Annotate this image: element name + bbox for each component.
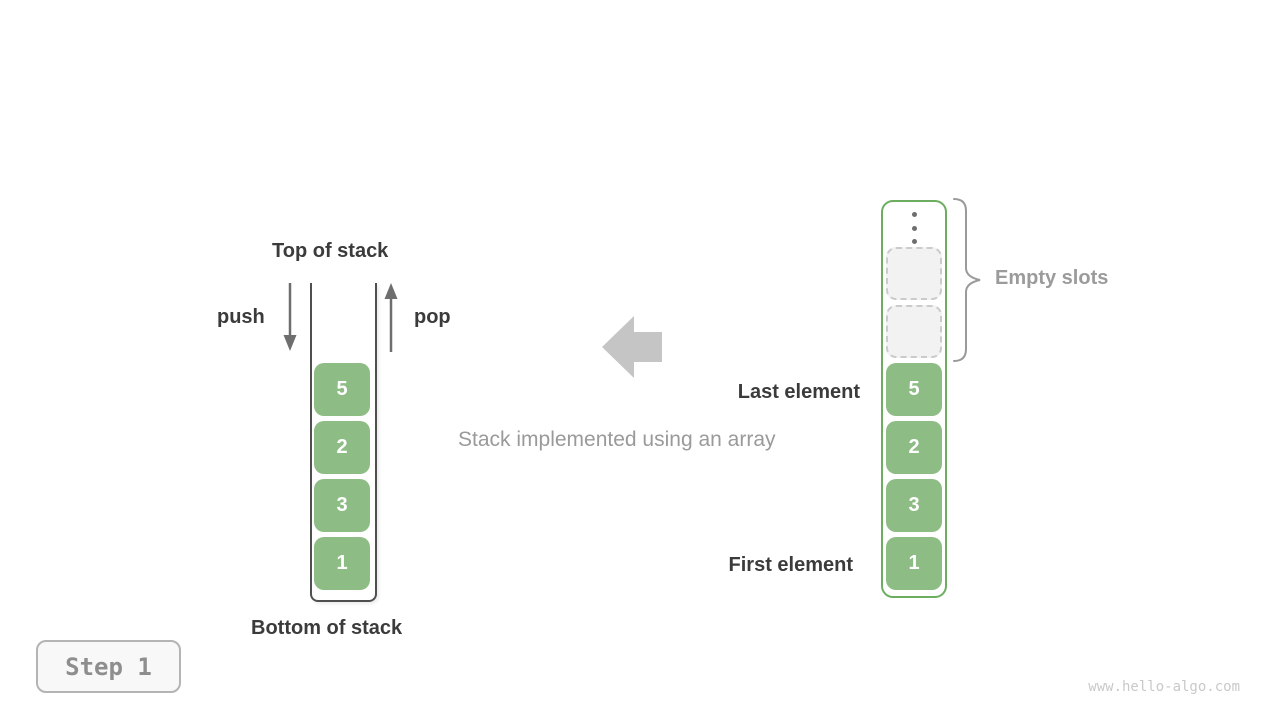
pop-up-arrow-icon xyxy=(384,283,398,352)
push-down-arrow-icon xyxy=(283,283,297,351)
step-badge: Step 1 xyxy=(36,640,181,693)
array-cell: 3 xyxy=(886,479,942,532)
stack-cell: 3 xyxy=(314,479,370,532)
push-label: push xyxy=(217,306,265,328)
empty-slot xyxy=(886,247,942,300)
diagram-caption: Stack implemented using an array xyxy=(458,428,776,451)
curly-brace-icon xyxy=(953,198,981,362)
array-cell: 2 xyxy=(886,421,942,474)
vertical-ellipsis-icon xyxy=(886,212,942,244)
stack-container: 5 2 3 1 xyxy=(310,283,377,602)
stack-cell: 2 xyxy=(314,421,370,474)
left-block-arrow-icon xyxy=(602,316,662,378)
array-container: 5 2 3 1 xyxy=(881,200,947,598)
empty-slot xyxy=(886,305,942,358)
array-cell: 5 xyxy=(886,363,942,416)
step-badge-label: Step 1 xyxy=(65,652,152,681)
first-element-label: First element xyxy=(728,554,853,576)
bottom-of-stack-label: Bottom of stack xyxy=(251,617,403,639)
last-element-label: Last element xyxy=(737,381,860,403)
array-cell: 1 xyxy=(886,537,942,590)
pop-label: pop xyxy=(414,306,451,328)
top-of-stack-label: Top of stack xyxy=(272,240,389,262)
empty-slots-label: Empty slots xyxy=(995,267,1109,289)
stack-cell: 1 xyxy=(314,537,370,590)
stack-cell: 5 xyxy=(314,363,370,416)
watermark: www.hello-algo.com xyxy=(1088,679,1240,695)
